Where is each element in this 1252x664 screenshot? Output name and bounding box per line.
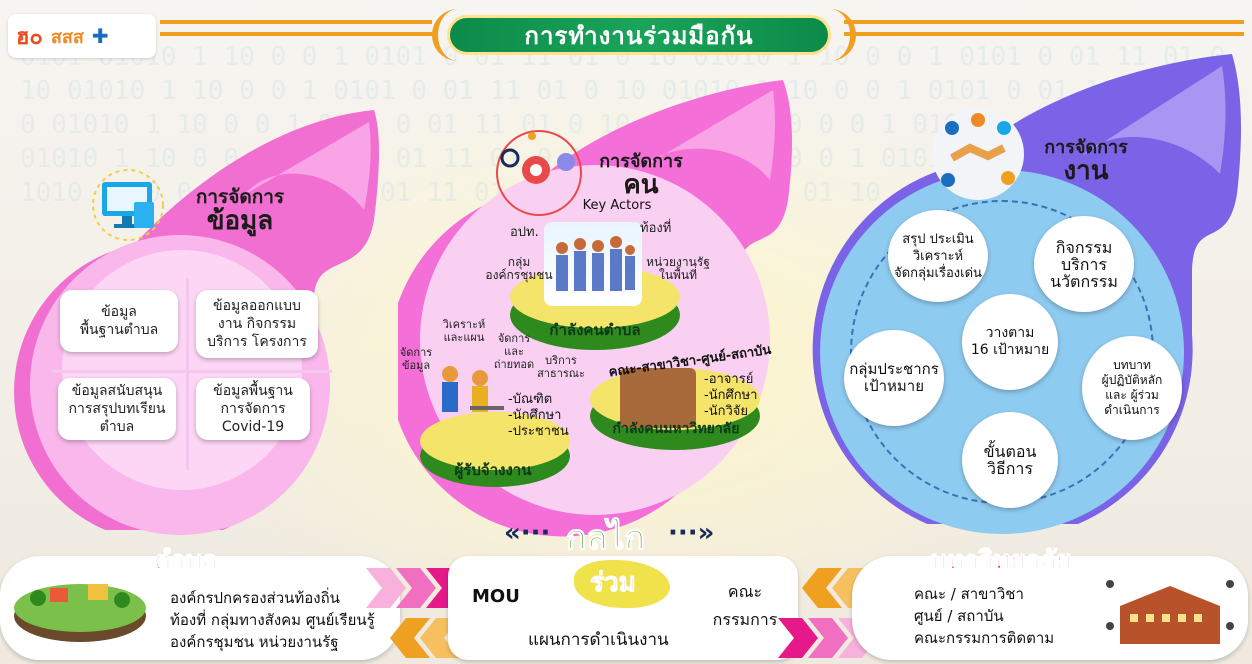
header-line-right-2 <box>844 32 1244 36</box>
header-line-left <box>160 20 432 24</box>
worker-item: -บัณฑิต <box>508 392 553 407</box>
workers-image <box>430 362 510 432</box>
data-box-design: ข้อมูลออกแบบ งาน กิจกรรม บริการ โครงการ <box>196 290 318 358</box>
village-island-image <box>10 560 150 652</box>
people-group-image <box>544 222 642 306</box>
logo-mark-3: ✚ <box>91 24 109 48</box>
right-heading-line1: การจัดการ <box>1044 137 1128 158</box>
operating-plan-label: แผนการดำเนินงาน <box>528 630 669 650</box>
label-public-service: บริการ สาธารณะ <box>537 354 585 380</box>
disc-label-university-workforce: กำลังคนมหาวิทยาลัย <box>612 421 740 437</box>
left-divider-vertical <box>186 278 189 470</box>
bubble-summary-evaluation: สรุป ประเมิน วิเคราะห์ จัดกลุ่มเรื่องเด่… <box>888 210 988 302</box>
label-opt: อปท. <box>510 225 539 240</box>
data-box-lessons: ข้อมูลสนับสนุน การสรุปบทเรียน ตำบล <box>58 378 176 440</box>
left-divider-horizontal <box>52 370 332 373</box>
subdistrict-line-2: ท้องที่ กลุ่มทางสังคม ศูนย์เรียนรู้ <box>170 611 375 629</box>
university-title: มหาวิทยาลัย <box>930 546 1073 577</box>
label-manage-data: จัดการ ข้อมูล <box>399 346 433 372</box>
joint-label: ร่วม <box>590 568 637 599</box>
label-local: ท้องที่ <box>640 221 672 236</box>
bubble-activities-services: กิจกรรม บริการ นวัตกรรม <box>1034 216 1134 312</box>
university-meeting-image <box>620 368 696 428</box>
disc-label-subdistrict-workforce: กำลังคนตำบล <box>549 321 641 339</box>
right-heading-line2: งาน <box>1063 156 1109 186</box>
header-line-right <box>844 20 1244 24</box>
disc-label-contract-workers: ผู้รับจ้างงาน <box>454 461 532 479</box>
key-actors-label: Key Actors <box>582 198 652 213</box>
gears-icon <box>492 128 586 218</box>
subdistrict-line-1: องค์กรปกครองส่วนท้องถิ่น <box>170 589 340 607</box>
mechanism-arrows-right: ···» <box>668 518 715 548</box>
logo-bar: ฮ๐ สสส ✚ <box>8 14 156 58</box>
bubble-target-population: กลุ่มประชากร เป้าหมาย <box>844 330 944 426</box>
center-heading-line2: คน <box>623 170 659 200</box>
mou-label: MOU <box>472 586 520 607</box>
worker-item: -นักศึกษา <box>508 408 562 423</box>
university-item: -อาจารย์ <box>704 372 754 387</box>
label-analyze-plan: วิเคราะห์ และแผน <box>442 318 486 344</box>
mechanism-arrows-left: «··· <box>504 518 551 548</box>
subdistrict-title: ตำบล <box>154 546 219 577</box>
university-item: -นักวิจัย <box>704 404 748 419</box>
left-heading-line1: การจัดการ <box>195 186 285 208</box>
bubble-procedures: ขั้นตอน วิธีการ <box>962 412 1058 508</box>
center-heading-line1: การจัดการ <box>599 151 683 172</box>
mechanism-label: กลไก <box>565 518 646 559</box>
committee-label: คณะ กรรมการ <box>712 582 778 629</box>
logo-mark-1: ฮ๐ <box>16 24 43 50</box>
university-line-3: คณะกรรมการติดตาม <box>914 629 1055 647</box>
worker-list: -บัณฑิต -นักศึกษา -ประชาชน <box>508 392 569 440</box>
label-manage-transfer: จัดการ และถ่ายทอด <box>493 332 535 371</box>
label-state-agency: หน่วยงานรัฐ ในพื้นที่ <box>646 255 710 282</box>
left-heading-line2: ข้อมูล <box>206 206 274 236</box>
joint-badge <box>574 560 670 608</box>
university-list: -อาจารย์ -นักศึกษา -นักวิจัย <box>704 372 757 420</box>
university-building-image <box>1100 566 1240 654</box>
university-item: -นักศึกษา <box>704 388 758 403</box>
data-box-covid: ข้อมูลพื้นฐาน การจัดการ Covid-19 <box>196 378 310 440</box>
handshake-icon <box>930 106 1026 202</box>
worker-item: -ประชาชน <box>508 424 569 439</box>
bubble-16-goals: วางตาม 16 เป้าหมาย <box>962 294 1058 390</box>
computer-icon <box>88 168 168 242</box>
header-line-left-2 <box>160 32 432 36</box>
data-box-basic: ข้อมูล พื้นฐานตำบล <box>60 290 178 352</box>
logo-mark-2: สสส <box>50 26 84 48</box>
title-frame <box>432 9 856 61</box>
subdistrict-line-3: องค์กรชุมชน หน่วยงานรัฐ <box>170 633 339 651</box>
page-title: การทำงานร่วมมือกัน <box>447 15 831 55</box>
university-line-2: ศูนย์ / สถาบัน <box>914 607 1004 625</box>
university-line-1: คณะ / สาขาวิชา <box>914 585 1024 603</box>
label-community: กลุ่ม องค์กรชุมชน <box>485 255 553 282</box>
disc-left <box>420 412 570 470</box>
bubble-roles: บทบาท ผู้ปฏิบัติหลัก และ ผู้ร่วม ดำเนินก… <box>1082 336 1182 440</box>
